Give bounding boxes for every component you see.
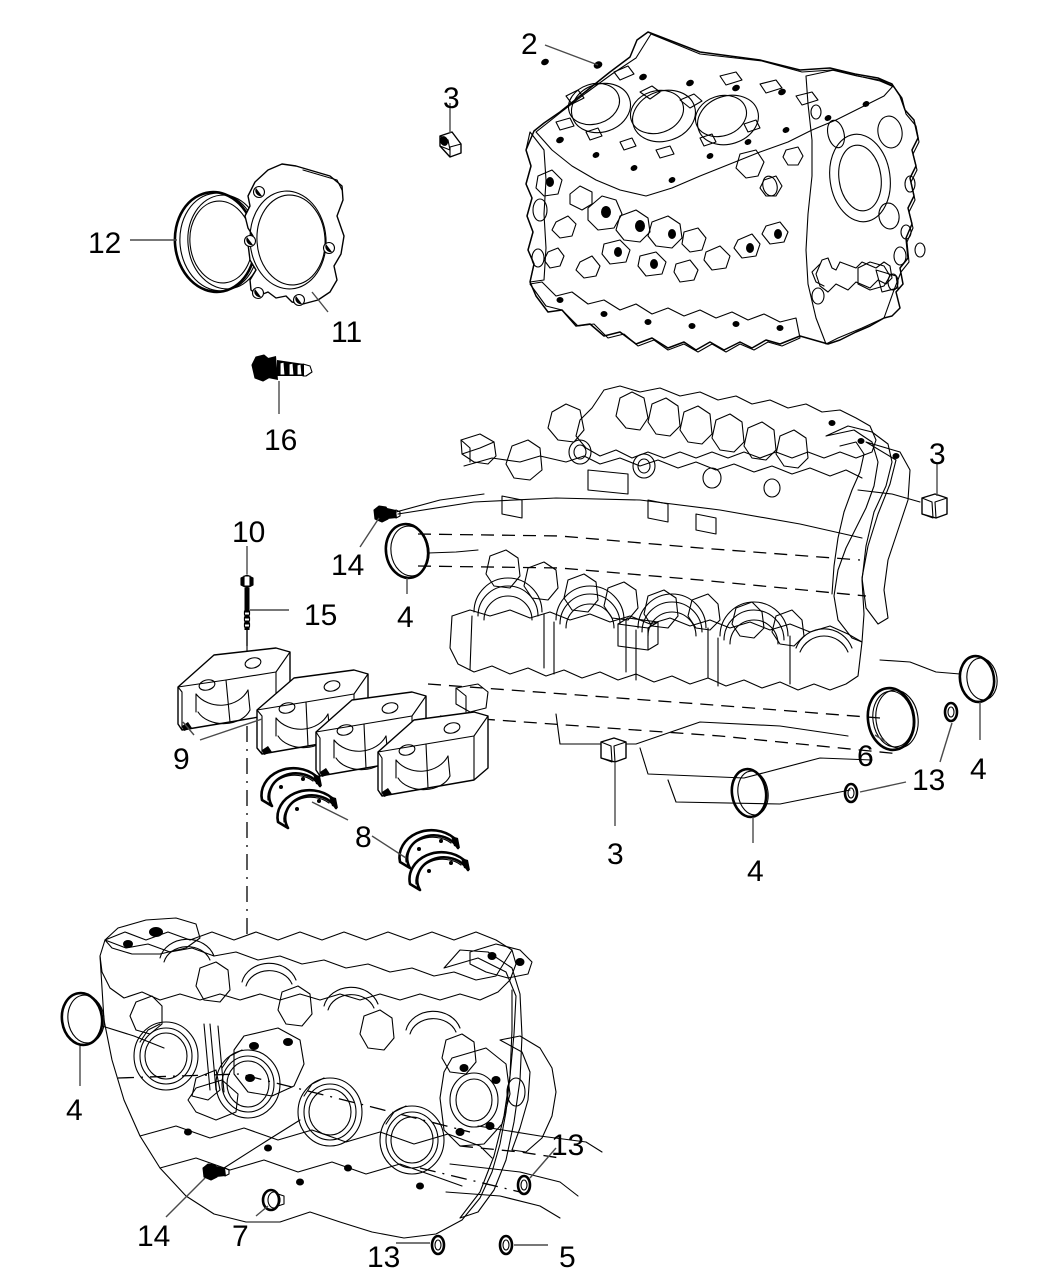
leader-13-r-b: [859, 781, 907, 793]
leader-9-a: [182, 721, 195, 736]
leader-9-b: [199, 718, 263, 741]
assembly-guide-lines-middle: [397, 497, 901, 805]
part-o-ring-mid-upper: [384, 522, 430, 580]
cylinder-block-middle: [449, 385, 911, 713]
leader-2: [544, 44, 599, 66]
callout-14-bottom: 14: [137, 1220, 171, 1253]
part-core-hole-plug: [261, 1188, 285, 1212]
part-o-ring-lower-left: [60, 991, 105, 1047]
cylinder-block-lower: [99, 917, 557, 1239]
dowel-pin-right-assembly-line: [857, 489, 921, 503]
leader-6: [874, 734, 887, 743]
callout-14-mid: 14: [331, 549, 365, 582]
part-o-ring-small-lower-3: [516, 1174, 532, 1196]
part-o-ring-mid-lower: [730, 767, 769, 819]
part-o-ring-right: [958, 654, 998, 704]
bearing-shell: [260, 766, 322, 808]
part-oil-gallery-plug-mid: [373, 505, 401, 523]
callout-13-bottom-left: 13: [551, 1129, 585, 1162]
leader-14-mid: [359, 517, 380, 548]
part-o-ring-small-right: [943, 701, 959, 723]
part-cylinder-block-upper: [525, 31, 926, 353]
leader-11: [311, 291, 329, 313]
callout-4-mid: 4: [397, 601, 414, 634]
callout-8: 8: [355, 821, 372, 854]
callout-13-bottom: 13: [367, 1241, 401, 1274]
o-ring-right-guide: [879, 659, 961, 675]
callout-4-bottom-left: 4: [66, 1094, 83, 1127]
assembly-guide-lines-lower: [117, 1073, 603, 1219]
leader-14-bot: [165, 1177, 206, 1218]
part-o-ring-small-lower-2: [430, 1234, 446, 1256]
callout-11: 11: [331, 316, 363, 349]
o-ring-mid-guide: [427, 549, 479, 554]
part-hex-flange-bolt: [251, 354, 313, 382]
o-ring-bl-guide: [101, 1025, 165, 1049]
bearing-shell: [398, 828, 460, 870]
part-oil-gallery-plug-lower: [202, 1163, 230, 1181]
part-o-ring-small-lower-1: [843, 782, 859, 804]
callout-7: 7: [232, 1220, 249, 1253]
callout-5: 5: [559, 1241, 576, 1274]
leader-8-b: [371, 835, 407, 859]
callout-6: 6: [857, 740, 874, 773]
callout-3-right: 3: [929, 438, 946, 471]
bearing-cap: [377, 711, 489, 797]
part-crankshaft-seal: [866, 686, 919, 752]
bearing-shell: [276, 788, 338, 830]
callout-4-low: 4: [747, 855, 764, 888]
callout-3-mid: 3: [607, 838, 624, 871]
callout-3-top: 3: [443, 82, 460, 115]
callout-12: 12: [88, 227, 122, 260]
part-main-bearing-shells: [260, 766, 470, 892]
part-rear-cover-gasket: [243, 163, 345, 307]
bearing-shell: [408, 850, 470, 892]
callout-13-right: 13: [912, 764, 946, 797]
leader-8-a: [311, 801, 349, 821]
part-dowel-pin-top: [439, 131, 462, 158]
part-o-ring-lower-right: [498, 1234, 514, 1256]
leader-13-r-a: [939, 722, 953, 763]
callout-15: 15: [304, 599, 338, 632]
part-dowel-pin-mid: [600, 737, 627, 763]
callout-2: 2: [521, 28, 538, 61]
part-main-bearing-caps: [177, 647, 489, 797]
callout-10: 10: [232, 516, 266, 549]
callout-4-right: 4: [970, 753, 987, 786]
leader-13-bl: [529, 1147, 557, 1179]
callout-9: 9: [173, 743, 190, 776]
plug-mid-guide: [395, 493, 485, 513]
plug-lower-guide: [223, 1119, 301, 1169]
callout-16: 16: [264, 424, 298, 457]
leader-7: [255, 1205, 269, 1217]
part-dowel-pin-right: [921, 493, 948, 519]
